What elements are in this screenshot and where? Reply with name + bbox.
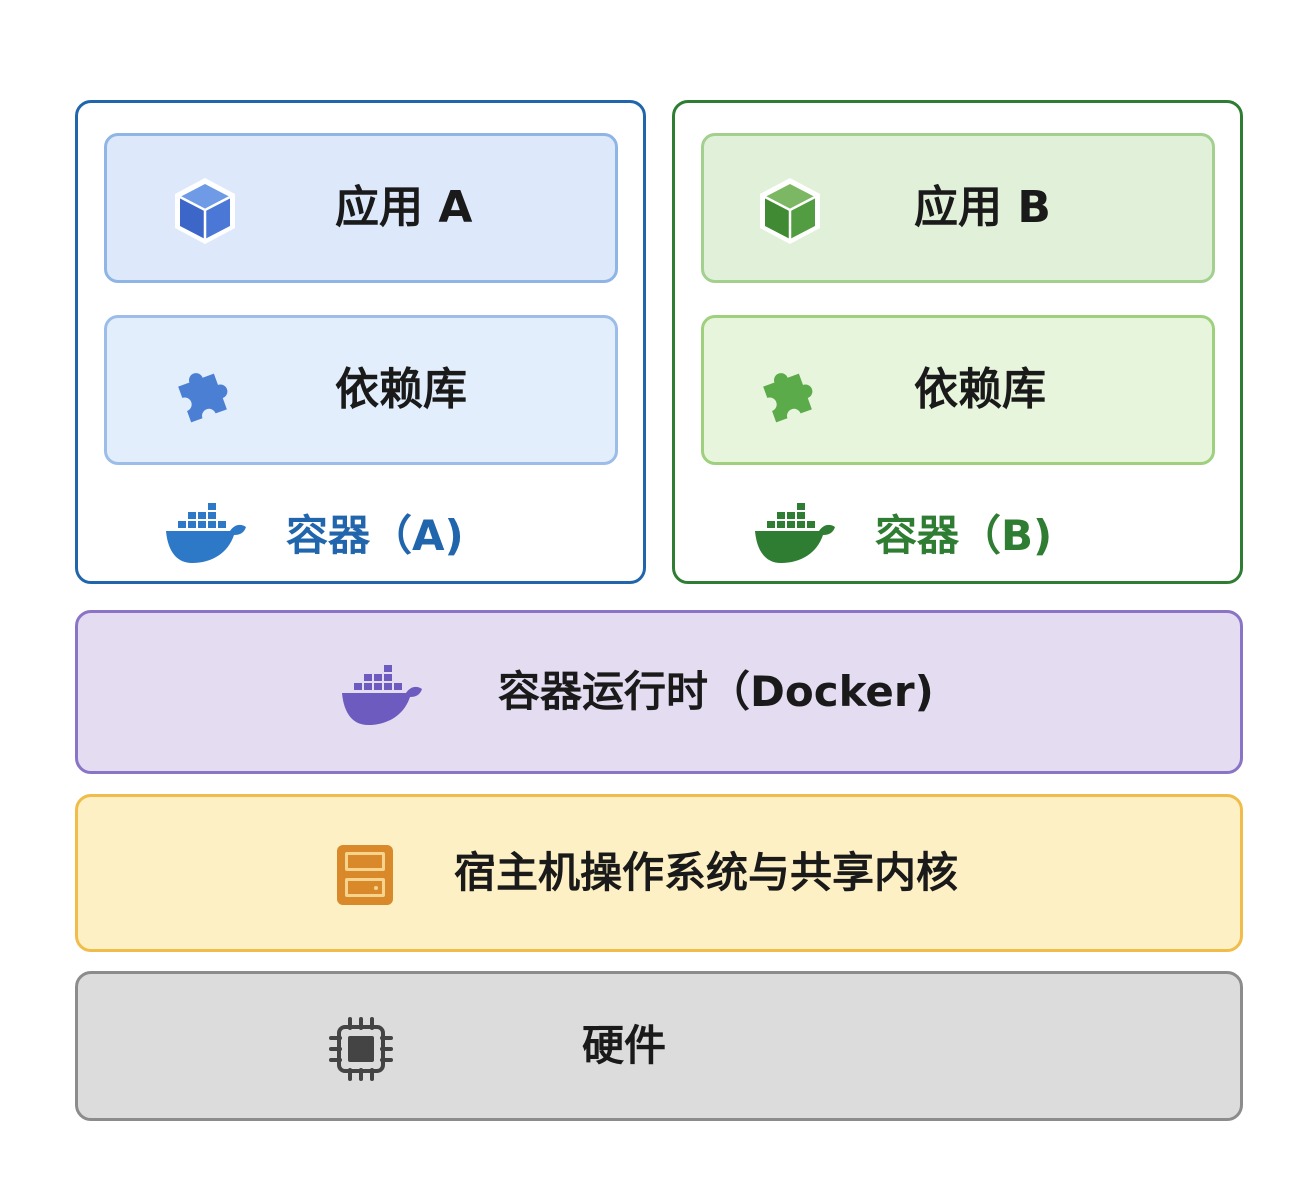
hardware-label: 硬件: [582, 1021, 667, 1070]
library-label: 依赖库: [914, 364, 1046, 415]
app-b-layer: 应用 B: [701, 133, 1215, 283]
hardware-layer: 硬件: [75, 971, 1243, 1121]
docker-whale-icon: [166, 503, 246, 563]
host-os-label: 宿主机操作系统与共享内核: [454, 848, 959, 897]
docker-whale-icon: [342, 665, 422, 725]
cube-icon: [760, 178, 820, 244]
library-b-layer: 依赖库: [701, 315, 1215, 465]
library-label: 依赖库: [335, 364, 467, 415]
container-b-footer: 容器（B): [753, 495, 1052, 569]
container-label: 容器（A): [286, 510, 464, 560]
app-label: 应用 A: [335, 182, 473, 233]
docker-whale-icon: [755, 503, 835, 563]
app-a-layer: 应用 A: [104, 133, 618, 283]
app-label: 应用 B: [914, 182, 1051, 233]
host-os-layer: 宿主机操作系统与共享内核: [75, 794, 1243, 952]
cube-icon: [175, 178, 235, 244]
puzzle-icon: [178, 373, 228, 423]
cpu-chip-icon: [329, 1017, 393, 1081]
puzzle-icon: [763, 373, 813, 423]
container-runtime-layer: 容器运行时（Docker): [75, 610, 1243, 774]
server-icon: [337, 845, 393, 905]
runtime-label: 容器运行时（Docker): [498, 667, 934, 716]
container-label: 容器（B): [875, 510, 1053, 560]
library-a-layer: 依赖库: [104, 315, 618, 465]
container-a-panel: 应用 A 依赖库 容器（A): [75, 100, 646, 584]
container-b-panel: 应用 B 依赖库 容器（B): [672, 100, 1243, 584]
container-a-footer: 容器（A): [164, 495, 464, 569]
